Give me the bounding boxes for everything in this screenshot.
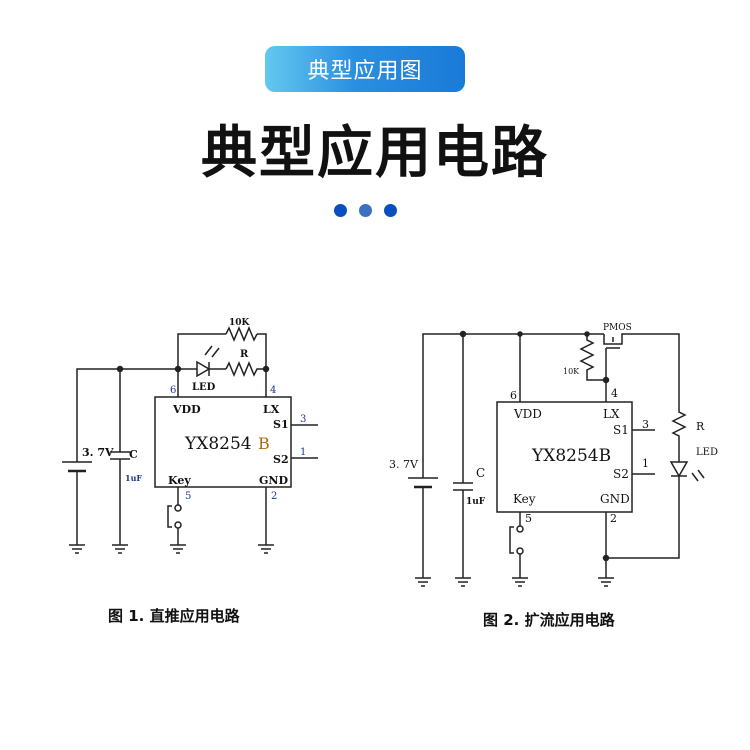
fig2-pin-lx: LX (603, 407, 620, 421)
fig1-switch-contact (174, 504, 182, 512)
fig2-junction (517, 331, 523, 337)
fig1-junction (262, 365, 270, 373)
fig2-resistor-10k (579, 334, 606, 381)
fig2-cap-value: 1uF (466, 497, 486, 507)
fig2-pin-1: 1 (642, 457, 649, 470)
fig2-pin-3: 3 (642, 418, 649, 431)
fig1-pin-s2: S2 (273, 453, 289, 466)
fig1-wire-10k-r (257, 333, 267, 397)
fig2-junction (459, 330, 467, 338)
fig2-cap-label: C (476, 466, 485, 480)
fig2-ground-symbols (415, 575, 614, 587)
fig2-wire-top (422, 333, 600, 478)
fig2-pin-2: 2 (610, 512, 617, 525)
fig1-pin-1: 1 (300, 447, 306, 458)
fig1-led-arrow-2 (211, 347, 220, 358)
fig1-resistor-r (225, 361, 266, 377)
fig2-pin-vdd: VDD (513, 407, 542, 421)
fig2-led-arrow (697, 469, 705, 479)
fig2-caption: 图 2. 扩流应用电路 (483, 611, 615, 629)
fig2-chip-label: YX8254B (531, 446, 611, 466)
fig1-wire-vdd (76, 368, 179, 462)
fig2-led-arrow (691, 472, 699, 482)
fig2-circuit (408, 330, 705, 587)
fig2-chip (496, 401, 633, 513)
fig2-switch-contact (516, 525, 524, 533)
fig1-pin-2: 2 (271, 491, 277, 502)
fig2-led-symbol (669, 461, 689, 478)
fig1-pin-vdd: VDD (172, 403, 201, 416)
fig1-led-arrow-1 (204, 345, 213, 356)
fig1-pin-6: 6 (170, 385, 176, 396)
fig2-battery-label: 3. 7V (389, 458, 419, 471)
fig2-junction (602, 554, 610, 562)
fig1-pin-key: Key (168, 474, 191, 487)
dot-2 (359, 204, 372, 217)
fig2-junction (584, 331, 590, 337)
fig1-pin-4: 4 (270, 385, 276, 396)
page-title: 典型应用电路 (201, 121, 549, 186)
fig2-pin-gnd: GND (600, 492, 630, 506)
fig1-switch-contact (174, 521, 182, 529)
fig2-label-pmos: PMOS (603, 323, 632, 333)
fig2-pin-s1: S1 (613, 423, 629, 437)
fig1-pin-lx: LX (263, 403, 280, 416)
fig1-chip-label: YX8254 (184, 434, 252, 454)
fig1-label-led: LED (192, 382, 216, 393)
fig1-switch-lever (167, 505, 172, 528)
fig2-pin-4: 4 (611, 387, 618, 400)
section-pill-label: 典型应用图 (307, 59, 423, 84)
fig1-pin-s1: S1 (273, 418, 289, 431)
fig1-resistor-10k (225, 326, 258, 342)
fig1-wire-10k (177, 333, 226, 369)
dot-3 (384, 204, 397, 217)
fig1-caption: 图 1. 直推应用电路 (108, 607, 240, 625)
fig1-chip-suffix: B (258, 434, 270, 453)
fig2-label-r: R (696, 420, 705, 433)
fig2-pmos-body (603, 333, 680, 410)
fig1-led-symbol (196, 360, 211, 378)
fig2-switch-lever (509, 526, 514, 554)
fig2-junction (602, 376, 610, 384)
fig2-pin-key: Key (513, 492, 536, 506)
fig1-pin-5: 5 (185, 491, 191, 502)
fig2-pin-s2: S2 (613, 467, 629, 481)
fig2-label-10k: 10K (563, 367, 580, 376)
fig1-pin-gnd: GND (259, 474, 288, 487)
fig1-chip (154, 396, 292, 488)
fig1-circuit (62, 326, 318, 554)
fig1-junction (116, 365, 124, 373)
fig1-ground-symbols (69, 540, 274, 554)
fig2-pin-6: 6 (510, 389, 517, 402)
section-pill: 典型应用图 (265, 46, 465, 92)
fig1-label-10k: 10K (229, 318, 251, 328)
fig1-cap-label: C (129, 448, 138, 461)
fig1-cap-value: 1uF (125, 473, 142, 483)
fig1-label-r: R (240, 349, 249, 360)
fig2-pin-5: 5 (525, 512, 532, 525)
fig1-pin-3: 3 (300, 414, 306, 425)
fig2-switch-contact (516, 547, 524, 555)
fig1-junction (174, 365, 182, 373)
fig2-label-led: LED (696, 447, 718, 458)
dot-indicator (334, 204, 397, 217)
fig2-wire-led-gnd (606, 476, 680, 559)
fig2-resistor-r (671, 410, 687, 462)
dot-1 (334, 204, 347, 217)
fig1-battery-label: 3. 7V (82, 446, 114, 459)
